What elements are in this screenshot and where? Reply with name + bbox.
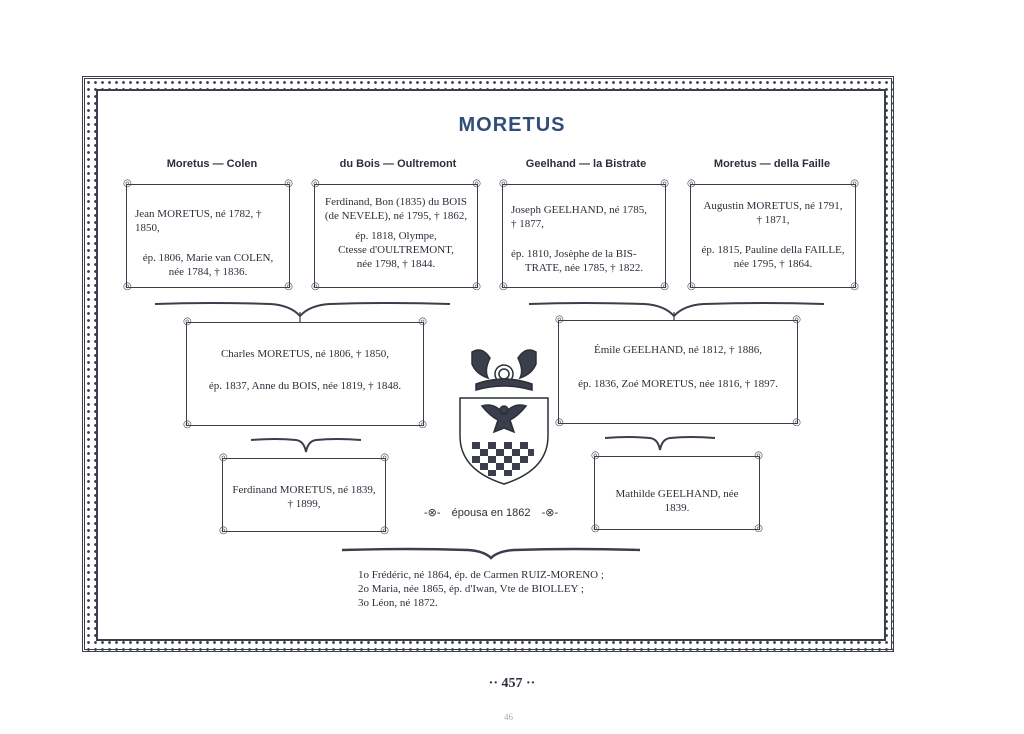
- person-box-jean-moretus: ◎◎◎◎ Jean MORETUS, né 1782, † 1850, ép. …: [123, 178, 293, 292]
- ornament-right-icon: -⊗-: [541, 507, 559, 519]
- marriage-note: -⊗- épousa en 1862 -⊗-: [424, 507, 559, 519]
- child-item: 3o Léon, né 1872.: [358, 597, 438, 609]
- column-heading-moretus-colen: Moretus — Colen: [166, 158, 258, 170]
- person-box-joseph-geelhand: ◎◎◎◎ Joseph GEELHAND, né 1785, † 1877, é…: [499, 178, 669, 292]
- brace-left-gen2: [250, 438, 362, 453]
- person-box-mathilde-geelhand: ◎◎◎◎ Mathilde GEELHAND, née 1839.: [591, 450, 763, 534]
- person-box-charles-moretus: ◎◎◎◎ Charles MORETUS, né 1806, † 1850, é…: [183, 316, 427, 430]
- person-box-emile-geelhand: ◎◎◎◎ Émile GEELHAND, né 1812, † 1886, ép…: [555, 314, 801, 428]
- library-stamp: 46: [504, 712, 513, 722]
- person-box-ferdinand-dubois: ◎◎◎◎ Ferdinand, Bon (1835) du BOIS (de N…: [311, 178, 481, 292]
- column-heading-moretus-dellafaille: Moretus — della Faille: [713, 158, 831, 170]
- child-item: 2o Maria, née 1865, ép. d'Iwan, Vte de B…: [358, 583, 584, 595]
- person-box-ferdinand-moretus: ◎◎◎◎ Ferdinand MORETUS, né 1839, † 1899,: [219, 452, 389, 536]
- ornament-left-icon: -⊗-: [424, 507, 441, 519]
- column-heading-geelhand-bistrate: Geelhand — la Bistrate: [525, 158, 647, 170]
- brace-right-gen2: [604, 436, 716, 451]
- child-item: 1o Frédéric, né 1864, ép. de Carmen RUIZ…: [358, 569, 604, 581]
- page-title: MORETUS: [458, 114, 566, 136]
- children-list: 1o Frédéric, né 1864, ép. de Carmen RUIZ…: [358, 568, 604, 610]
- page-number: ·· 457 ··: [488, 676, 536, 691]
- brace-left-gen1: [154, 302, 451, 324]
- brace-children: [341, 547, 641, 560]
- column-heading-dubois-oultremont: du Bois — Oultremont: [339, 158, 457, 170]
- coat-of-arms-emblem: [459, 349, 549, 485]
- person-box-augustin-moretus: ◎◎◎◎ Augustin MORETUS, né 1791, † 1871, …: [687, 178, 859, 292]
